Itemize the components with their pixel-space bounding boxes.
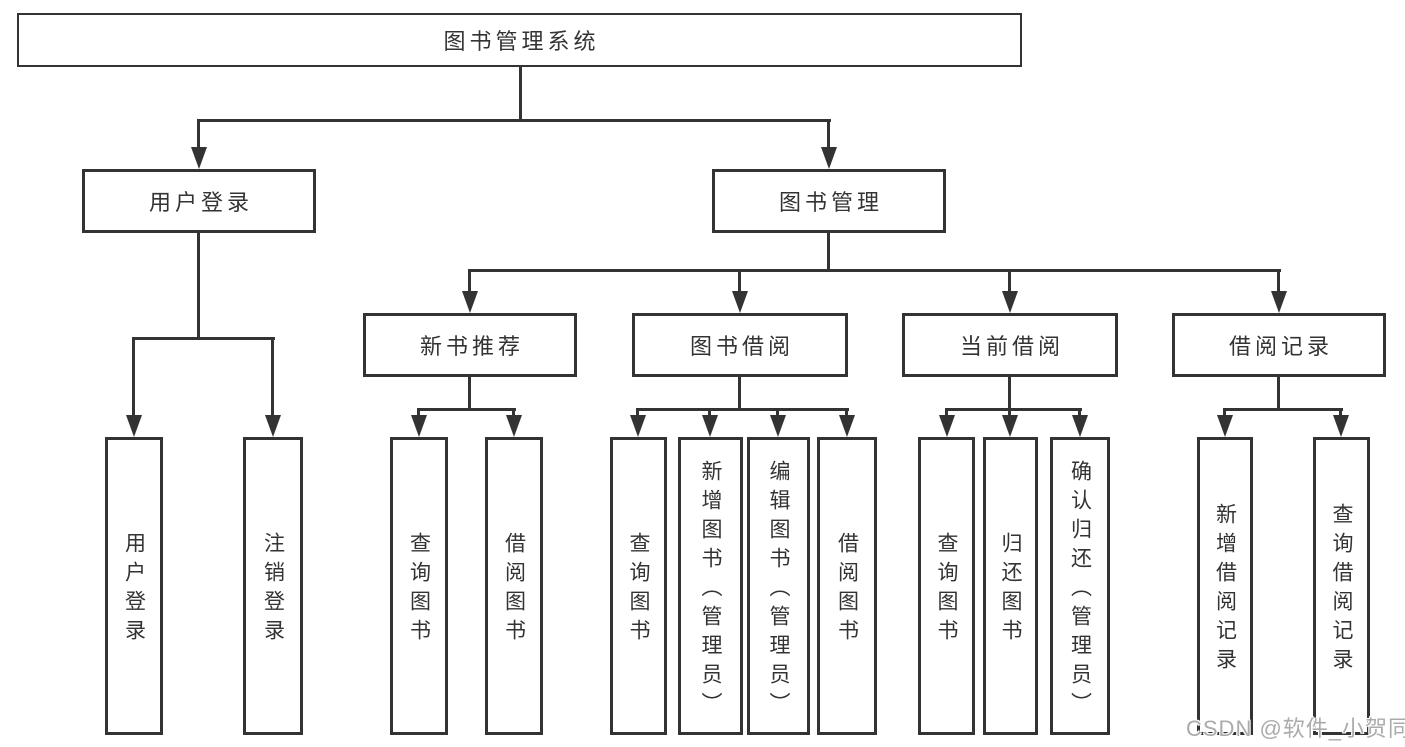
connector-drop-current-borrow [1008, 269, 1011, 294]
node-book-borrow-label: 图书借阅 [689, 334, 794, 359]
arrow-borrow-records-icon [1271, 291, 1287, 313]
connector-root-stem [519, 66, 522, 120]
connector-drop-br-query [1339, 408, 1342, 416]
connector-drop-book-borrow [738, 269, 741, 294]
leaf-cb-return-book-label: 归还图书 [999, 532, 1022, 648]
connector-current-borrow-bus [945, 408, 1082, 411]
connector-user-login-bus [132, 337, 275, 340]
leaf-cb-return-book: 归还图书 [983, 437, 1038, 735]
connector-drop-cb-confirm [1078, 408, 1081, 416]
connector-user-login-stem [197, 233, 200, 337]
arrow-bb-query-icon [630, 415, 646, 437]
node-book-management: 图书管理 [712, 169, 946, 233]
leaf-logout-label: 注销登录 [261, 532, 285, 648]
leaf-bb-borrow-book: 借阅图书 [817, 437, 877, 735]
arrow-leaf-user-login-icon [126, 415, 142, 437]
connector-level2-bus [197, 119, 831, 122]
node-current-borrow: 当前借阅 [902, 313, 1118, 377]
connector-drop-cb-return [1008, 408, 1011, 416]
leaf-br-add-record: 新增借阅记录 [1197, 437, 1253, 735]
node-borrow-records: 借阅记录 [1172, 313, 1386, 377]
connector-level3-bus [468, 269, 1281, 272]
connector-drop-leaf-logout [271, 337, 274, 417]
connector-drop-nb-borrow [512, 408, 515, 416]
connector-drop-user-login [197, 119, 200, 150]
arrow-current-borrow-icon [1002, 291, 1018, 313]
arrow-book-management-icon [821, 147, 837, 169]
connector-book-borrow-stem [738, 377, 741, 408]
node-current-borrow-label: 当前借阅 [959, 334, 1064, 359]
leaf-bb-add-book: 新增图书（管理员） [678, 437, 743, 735]
leaf-user-login: 用户登录 [105, 437, 163, 735]
arrow-leaf-logout-icon [265, 415, 281, 437]
node-new-book-recommend-label: 新书推荐 [419, 334, 524, 359]
leaf-br-add-record-label: 新增借阅记录 [1213, 503, 1237, 677]
connector-drop-leaf-user-login [132, 337, 135, 417]
arrow-bb-edit-icon [770, 415, 786, 437]
leaf-br-query-record-label: 查询借阅记录 [1330, 503, 1353, 677]
connector-new-book-stem [468, 377, 471, 408]
leaf-nb-query-book-label: 查询图书 [407, 532, 431, 648]
connector-new-book-bus [417, 408, 516, 411]
arrow-bb-borrow-icon [839, 415, 855, 437]
arrow-br-query-icon [1333, 415, 1349, 437]
connector-drop-nb-query [417, 408, 420, 416]
arrow-cb-query-icon [939, 415, 955, 437]
arrow-cb-return-icon [1002, 415, 1018, 437]
connector-current-borrow-stem [1008, 377, 1011, 408]
connector-drop-borrow-records [1277, 269, 1280, 294]
leaf-nb-borrow-book: 借阅图书 [485, 437, 543, 735]
arrow-cb-confirm-icon [1072, 415, 1088, 437]
leaf-nb-query-book: 查询图书 [390, 437, 448, 735]
leaf-bb-borrow-book-label: 借阅图书 [835, 532, 859, 648]
connector-drop-bb-add [708, 408, 711, 416]
leaf-logout: 注销登录 [243, 437, 303, 735]
connector-book-management-stem [827, 233, 830, 271]
arrow-br-add-icon [1217, 415, 1233, 437]
leaf-cb-query-book: 查询图书 [918, 437, 975, 735]
connector-borrow-records-bus [1223, 408, 1343, 411]
connector-drop-new-book [468, 269, 471, 294]
connector-drop-bb-query [636, 408, 639, 416]
arrow-book-borrow-icon [732, 291, 748, 313]
node-user-login: 用户登录 [82, 169, 316, 233]
node-library-system-label: 图书管理系统 [443, 29, 600, 54]
leaf-bb-query-book-label: 查询图书 [627, 532, 650, 648]
arrow-user-login-icon [191, 147, 207, 169]
leaf-cb-query-book-label: 查询图书 [935, 532, 958, 648]
connector-book-borrow-bus [636, 408, 849, 411]
leaf-user-login-label: 用户登录 [122, 532, 146, 648]
leaf-bb-edit-book-label: 编辑图书（管理员） [767, 459, 790, 721]
watermark-text: CSDN @软件_小贺同学 [1186, 716, 1405, 741]
leaf-nb-borrow-book-label: 借阅图书 [502, 532, 526, 648]
arrow-nb-borrow-icon [506, 415, 522, 437]
node-library-system: 图书管理系统 [17, 13, 1022, 67]
leaf-br-query-record: 查询借阅记录 [1313, 437, 1370, 735]
connector-drop-book-management [827, 119, 830, 150]
arrow-bb-add-icon [702, 415, 718, 437]
node-borrow-records-label: 借阅记录 [1228, 334, 1333, 359]
leaf-cb-confirm-return-label: 确认归还（管理员） [1068, 459, 1092, 721]
leaf-cb-confirm-return: 确认归还（管理员） [1050, 437, 1110, 735]
connector-drop-br-add [1223, 408, 1226, 416]
connector-drop-bb-edit [776, 408, 779, 416]
node-book-management-label: 图书管理 [778, 190, 883, 215]
leaf-bb-edit-book: 编辑图书（管理员） [747, 437, 810, 735]
leaf-bb-add-book-label: 新增图书（管理员） [699, 459, 722, 721]
connector-drop-cb-query [945, 408, 948, 416]
node-book-borrow: 图书借阅 [632, 313, 848, 377]
arrow-nb-query-icon [411, 415, 427, 437]
connector-borrow-records-stem [1277, 377, 1280, 408]
node-user-login-label: 用户登录 [148, 190, 253, 215]
connector-drop-bb-borrow [845, 408, 848, 416]
node-new-book-recommend: 新书推荐 [363, 313, 577, 377]
arrow-new-book-icon [462, 291, 478, 313]
leaf-bb-query-book: 查询图书 [610, 437, 667, 735]
